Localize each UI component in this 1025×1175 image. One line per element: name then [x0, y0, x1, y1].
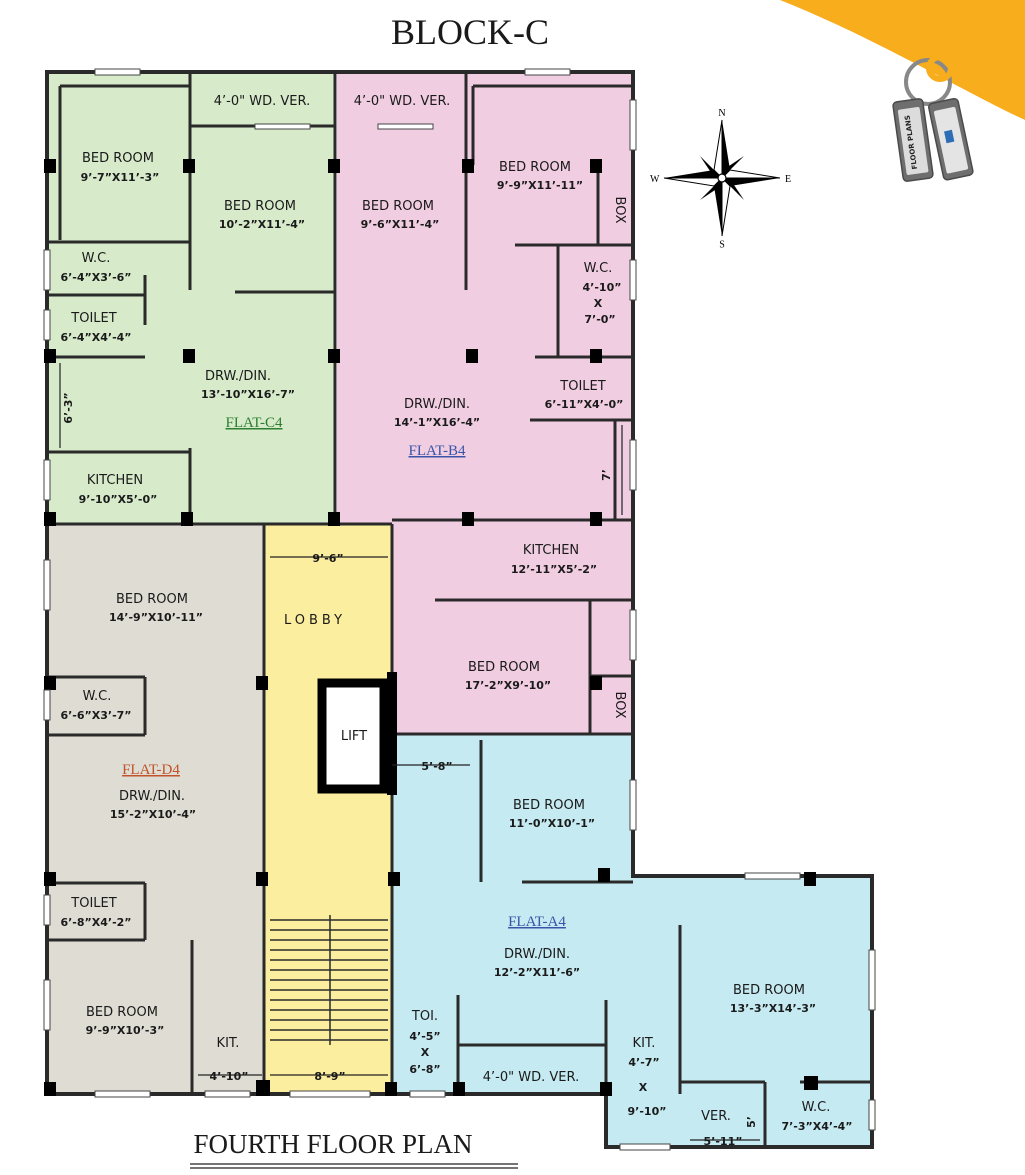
c4-verandah-name: 4’-0" WD. VER.: [214, 94, 310, 109]
b4-wc-dim-2: X: [594, 297, 603, 310]
b4-drawing-dining-dim: 14’-1”X16’-4”: [394, 416, 480, 429]
dimension-lines: [59, 363, 760, 1141]
lobby-area: [264, 524, 392, 1094]
floor-plan-caption: FOURTH FLOOR PLAN: [194, 1129, 473, 1159]
b4-kitchen-name: KITCHEN: [523, 543, 579, 558]
b4-side-dimension: 7’: [600, 469, 613, 481]
compass-east: E: [785, 174, 791, 185]
lift-side-dimension: 5’-8”: [421, 760, 452, 773]
b4-toilet-dim: 6’-11”X4’-0”: [545, 398, 624, 411]
c4-kitchen-name: KITCHEN: [87, 473, 143, 488]
c4-toilet-name: TOILET: [70, 311, 116, 326]
a4-toilet-name: TOI.: [411, 1009, 438, 1024]
plan-title: BLOCK-C: [391, 12, 549, 52]
b4-bedroom-2-name: BED ROOM: [499, 160, 571, 175]
a4-drawing-dining-dim: 12’-2”X11’-6”: [494, 966, 580, 979]
lobby-name: LOBBY: [284, 613, 346, 628]
b4-verandah-name: 4’-0" WD. VER.: [354, 94, 450, 109]
d4-kitchen-dim: 4’-10”: [210, 1070, 249, 1083]
b4-toilet-name: TOILET: [559, 379, 605, 394]
c4-toilet-dim: 6’-4”X4’-4”: [60, 331, 131, 344]
d4-drawing-dining-name: DRW./DIN.: [119, 789, 185, 804]
compass-west: W: [650, 174, 660, 185]
lift-shaft: [317, 678, 389, 794]
a4-toilet-dim-2: X: [421, 1046, 430, 1059]
flat-b4-label: FLAT-B4: [409, 443, 466, 459]
a4-kitchen-dim-2: X: [639, 1081, 648, 1094]
d4-bedroom-2-dim: 9’-9”X10’-3”: [86, 1024, 165, 1037]
c4-wc-name: W.C.: [82, 251, 111, 266]
b4-bedroom-2-dim: 9’-9”X11’-11”: [497, 179, 583, 192]
c4-side-dimension: 6’-3”: [62, 392, 75, 423]
a4-verandah-2-name: VER.: [701, 1109, 731, 1124]
a4-bedroom-2-dim: 13’-3”X14’-3”: [730, 1002, 816, 1015]
c4-drawing-dining-dim: 13’-10”X16’-7”: [201, 388, 295, 401]
a4-wc-dim: 7’-3”X4’-4”: [781, 1120, 852, 1133]
b4-wc-name: W.C.: [584, 261, 613, 276]
lobby-top-dimension: 9’-6”: [312, 552, 343, 565]
b4-kitchen-dim: 12’-11”X5’-2”: [511, 563, 597, 576]
a4-verandah-2-dim: 5’-11”: [704, 1135, 743, 1148]
a4-bedroom-1-dim: 11’-0”X10’-1”: [509, 817, 595, 830]
b4-bedroom-3-dim: 17’-2”X9’-10”: [465, 679, 551, 692]
compass-south: S: [719, 239, 725, 250]
columns: [44, 159, 818, 1096]
b4-wc-dim-3: 7’-0”: [584, 313, 615, 326]
flat-d4-area: [47, 524, 264, 1094]
d4-bedroom-1-dim: 14’-9”X10’-11”: [109, 611, 203, 624]
floor-plans-key-icon: FLOOR PLANS: [892, 48, 993, 182]
b4-box-1: BOX: [612, 197, 627, 224]
d4-toilet-dim: 6’-8”X4’-2”: [60, 916, 131, 929]
d4-wc-name: W.C.: [83, 689, 112, 704]
compass-rose: N S E W: [650, 108, 791, 250]
c4-wc-dim: 6’-4”X3’-6”: [60, 271, 131, 284]
d4-wc-dim: 6’-6”X3’-7”: [60, 709, 131, 722]
a4-bedroom-2-name: BED ROOM: [733, 983, 805, 998]
a4-kitchen-name: KIT.: [633, 1036, 656, 1051]
windows: [43, 68, 876, 1151]
flat-c4-label: FLAT-C4: [226, 415, 283, 431]
d4-drawing-dining-dim: 15’-2”X10’-4”: [110, 808, 196, 821]
b4-bedroom-3-name: BED ROOM: [468, 660, 540, 675]
c4-bedroom-1-name: BED ROOM: [82, 151, 154, 166]
staircase: [270, 915, 388, 1045]
a4-toilet-dim-1: 4’-5”: [409, 1030, 440, 1043]
a4-kitchen-dim-3: 9’-10”: [628, 1105, 667, 1118]
lift-label: LIFT: [341, 729, 367, 744]
flat-d4-label: FLAT-D4: [122, 762, 180, 778]
a4-bedroom-1-name: BED ROOM: [513, 798, 585, 813]
c4-drawing-dining-name: DRW./DIN.: [205, 369, 271, 384]
a4-drawing-dining-name: DRW./DIN.: [504, 947, 570, 962]
corner-accent-shape: [780, 0, 1025, 120]
lobby-bottom-dimension: 8’-9”: [314, 1070, 345, 1083]
d4-kitchen-name: KIT.: [217, 1036, 240, 1051]
a4-verandah-name: 4’-0" WD. VER.: [483, 1070, 579, 1085]
compass-north: N: [718, 108, 725, 119]
b4-box-2: BOX: [612, 692, 627, 719]
d4-bedroom-2-name: BED ROOM: [86, 1005, 158, 1020]
b4-wc-dim-1: 4’-10”: [583, 281, 622, 294]
c4-bedroom-1-dim: 9’-7”X11’-3”: [81, 171, 160, 184]
a4-verandah-2-dim-vertical: 5’: [745, 1116, 758, 1128]
c4-kitchen-dim: 9’-10”X5’-0”: [79, 493, 158, 506]
a4-wc-name: W.C.: [802, 1100, 831, 1115]
d4-toilet-name: TOILET: [70, 896, 116, 911]
a4-toilet-dim-3: 6’-8”: [409, 1063, 440, 1076]
b4-drawing-dining-name: DRW./DIN.: [404, 397, 470, 412]
c4-bedroom-2-name: BED ROOM: [224, 199, 296, 214]
flat-a4-label: FLAT-A4: [508, 914, 566, 930]
b4-bedroom-1-name: BED ROOM: [362, 199, 434, 214]
a4-kitchen-dim-1: 4’-7”: [628, 1056, 659, 1069]
c4-bedroom-2-dim: 10’-2”X11’-4”: [219, 218, 305, 231]
b4-bedroom-1-dim: 9’-6”X11’-4”: [361, 218, 440, 231]
d4-bedroom-1-name: BED ROOM: [116, 592, 188, 607]
